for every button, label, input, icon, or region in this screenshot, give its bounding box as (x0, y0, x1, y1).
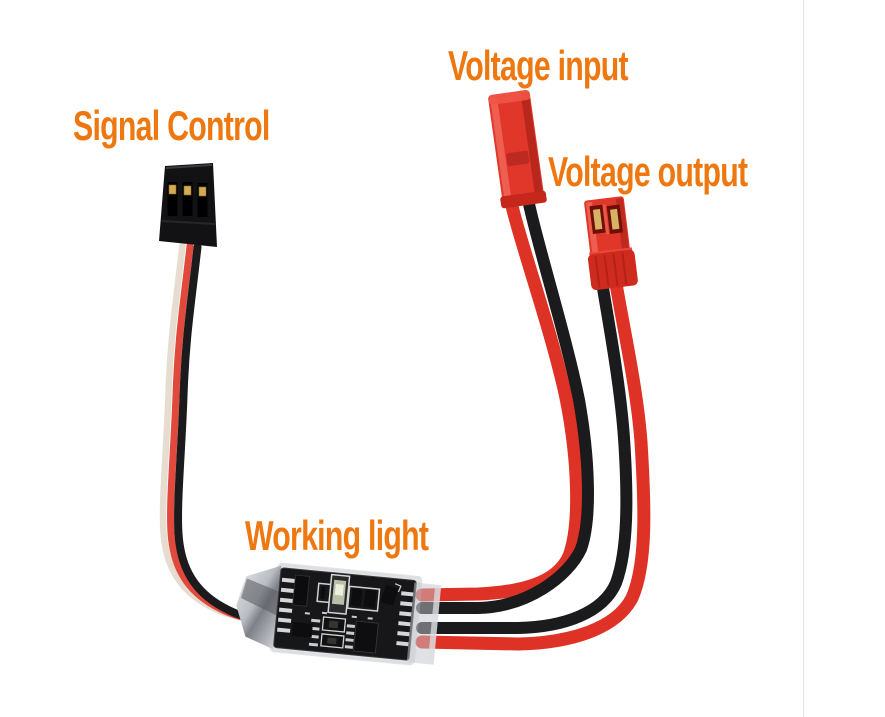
signal-wire-black (178, 247, 265, 621)
output-gold-pin (610, 208, 620, 230)
servo-pin-slots (167, 182, 208, 217)
voltage-input-connector (488, 90, 547, 209)
voltage-output-connector (584, 196, 638, 291)
label-working-light: Working light (245, 512, 429, 559)
silkscreen-marks (304, 611, 373, 620)
output-wire-black (416, 270, 633, 634)
label-signal-control: Signal Control (73, 102, 270, 149)
component-top-right (380, 584, 399, 606)
output-gold-pin (592, 208, 603, 230)
servo-gold-pins (168, 184, 207, 197)
signal-control-connector (159, 163, 217, 247)
input-wire-red (415, 195, 584, 602)
pcb-edge-pads (277, 577, 414, 647)
signal-wire (163, 245, 265, 621)
input-wire-pair (415, 195, 594, 614)
label-voltage-input: Voltage input (448, 42, 629, 89)
mosfet-top-left (292, 574, 310, 607)
label-voltage-output: Voltage output (548, 148, 748, 195)
input-wire-black (416, 198, 594, 614)
working-light-module (236, 562, 442, 666)
ic-chip (353, 620, 379, 654)
component-bottom-left (291, 622, 313, 638)
output-wire-red (415, 271, 651, 651)
output-wire-pair (415, 270, 651, 651)
connector-mold-mark (506, 150, 530, 167)
